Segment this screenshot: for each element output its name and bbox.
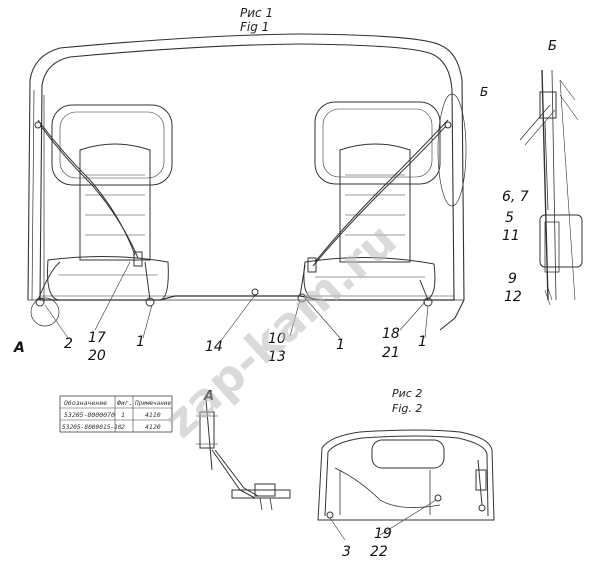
callout-2: 2: [64, 336, 73, 352]
detail-a-title: А: [203, 389, 214, 404]
table-cell-r2-fig: 2: [121, 423, 125, 431]
callout-1-center: 1: [336, 337, 345, 353]
callout-6-7: 6, 7: [502, 189, 529, 205]
callout-19: 19: [374, 526, 392, 542]
view-b-label: Б: [480, 85, 488, 99]
callout-numbers: 2 17 20 1 14 10 13 1 18 21 1 6, 7 5 11 9…: [64, 189, 529, 560]
detail-b-drawing: [519, 69, 583, 306]
table-cell-r1-note: 4110: [145, 411, 161, 419]
detail-a-drawing: [196, 399, 291, 511]
callout-1-right: 1: [418, 334, 427, 350]
callout-11: 11: [502, 228, 520, 244]
figure-1-caption-en: Fig 1: [240, 20, 269, 34]
table-cell-r2-note: 4120: [145, 423, 161, 431]
left-seat-belt: [34, 119, 155, 307]
callout-21: 21: [382, 345, 400, 361]
figure-1-caption-ru: Рис 1: [240, 6, 273, 20]
table-header-designation: Обозначение: [64, 399, 107, 407]
figure-2-drawing: [317, 429, 495, 541]
callout-14: 14: [205, 339, 223, 355]
callout-3: 3: [342, 544, 351, 560]
table-header-note: Примечание: [134, 400, 172, 407]
watermark: zap-kam.ru: [153, 212, 406, 448]
figure-2-caption-ru: Рис 2: [392, 387, 422, 400]
detail-b-title: Б: [548, 39, 557, 54]
designation-table: Обозначение Фиг. Примечание 53205-800007…: [59, 395, 173, 433]
callout-17: 17: [88, 330, 106, 346]
callout-22: 22: [370, 544, 388, 560]
callout-9: 9: [508, 271, 517, 287]
callout-13: 13: [268, 349, 286, 365]
table-cell-r1-designation: 53205-8000070: [64, 411, 115, 419]
figure-1-cab-drawing: [27, 33, 467, 343]
callout-12: 12: [504, 289, 522, 305]
table-cell-r2-designation: 53205-8000015-10: [62, 424, 122, 431]
detail-a-marker: [30, 297, 60, 327]
callout-18: 18: [382, 326, 400, 342]
figure-2-caption-en: Fig. 2: [392, 402, 422, 415]
table-header-fig: Фиг.: [117, 399, 133, 407]
callout-10: 10: [268, 331, 286, 347]
view-a-label: А: [13, 340, 25, 356]
detail-b-marker: [437, 93, 467, 207]
callout-5: 5: [505, 210, 514, 226]
left-seat: [47, 104, 173, 301]
table-cell-r1-fig: 1: [121, 411, 125, 419]
callout-1-left: 1: [136, 334, 145, 350]
callout-20: 20: [88, 348, 106, 364]
